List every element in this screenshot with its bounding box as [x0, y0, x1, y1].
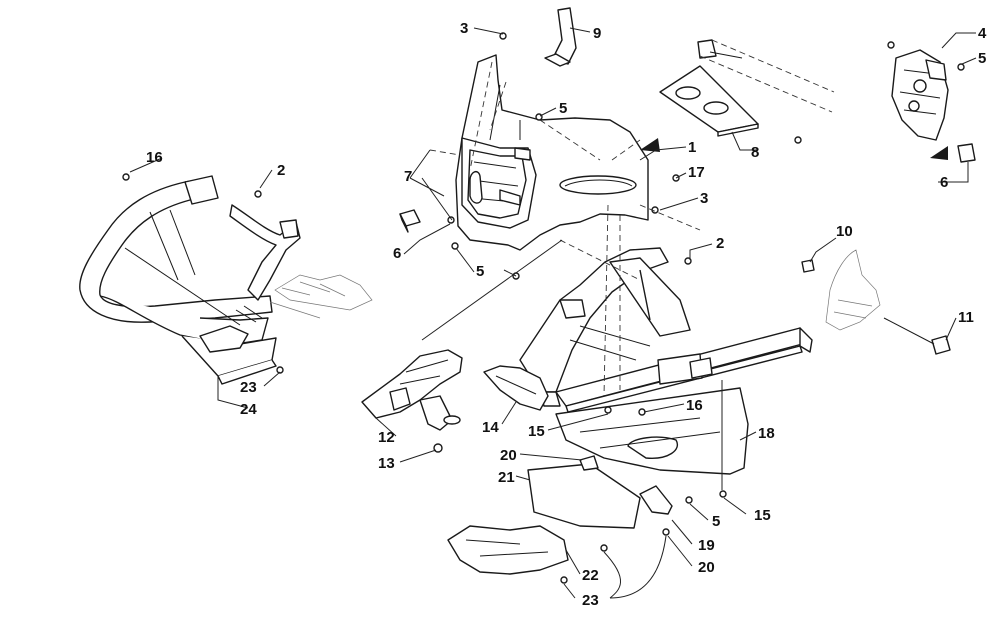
callout-labels: 3 9 4 5 5 1 8 16 2 7 17 3 6 6 5 2 10 11 …: [146, 20, 987, 609]
callout-7: 7: [404, 168, 412, 185]
fasteners: [122, 32, 965, 584]
callout-18: 18: [758, 425, 775, 442]
callout-23: 23: [240, 379, 257, 396]
side-bracket-part-14: [483, 365, 549, 411]
dash-panel-part-8: [659, 65, 759, 137]
leader-lines: [129, 27, 977, 599]
skid-plate-part-18: [555, 387, 749, 475]
callout-9: 9: [593, 25, 601, 42]
callout-24: 24: [240, 401, 257, 418]
callout-12: 12: [378, 429, 395, 446]
lower-guard-part-21: [527, 463, 641, 529]
callout-5: 5: [559, 100, 567, 117]
callout-17: 17: [688, 164, 705, 181]
mount-bracket-part-10: [801, 249, 881, 331]
callout-14: 14: [482, 419, 499, 436]
upper-bracket: [697, 39, 743, 59]
callout-13: 13: [378, 455, 395, 472]
callout-11: 11: [958, 309, 974, 326]
callout-3: 3: [700, 190, 708, 207]
windshield-part-9: [544, 7, 577, 67]
clip-part-20: [579, 455, 599, 471]
dashed-assembly-lines: [429, 39, 835, 397]
callout-19: 19: [698, 537, 715, 554]
callout-20: 20: [500, 447, 517, 464]
callout-5: 5: [978, 50, 986, 67]
callout-5: 5: [712, 513, 720, 530]
steering-post-part-12: [361, 349, 463, 431]
callout-22: 22: [582, 567, 599, 584]
nose-panel-part-1: [455, 54, 649, 251]
clip-part-19: [639, 485, 673, 515]
callout-6: 6: [940, 174, 948, 191]
front-bumper-part-24: [79, 175, 373, 385]
bolt-part-11: [883, 317, 951, 355]
callout-8: 8: [751, 144, 759, 161]
callout-15: 15: [754, 507, 771, 524]
callout-6: 6: [393, 245, 401, 262]
callout-5: 5: [476, 263, 484, 280]
direction-arrow-1: [640, 138, 660, 152]
callout-2: 2: [716, 235, 724, 252]
callout-20: 20: [698, 559, 715, 576]
callout-4: 4: [978, 25, 987, 42]
callout-16: 16: [686, 397, 703, 414]
callout-10: 10: [836, 223, 853, 240]
callout-3: 3: [460, 20, 468, 37]
callout-2: 2: [277, 162, 285, 179]
skid-guard-part-22: [447, 525, 569, 575]
steering-bracket-part-4: [891, 49, 949, 141]
callout-21: 21: [498, 469, 515, 486]
callout-23: 23: [582, 592, 599, 609]
callout-15: 15: [528, 423, 545, 440]
rubber-bumper-part-6-left: [399, 209, 421, 233]
callout-1: 1: [688, 139, 696, 156]
callout-16: 16: [146, 149, 163, 166]
direction-arrow-2: [930, 146, 948, 160]
front-frame: [519, 247, 813, 413]
rubber-bumper-part-6-right: [957, 143, 976, 163]
